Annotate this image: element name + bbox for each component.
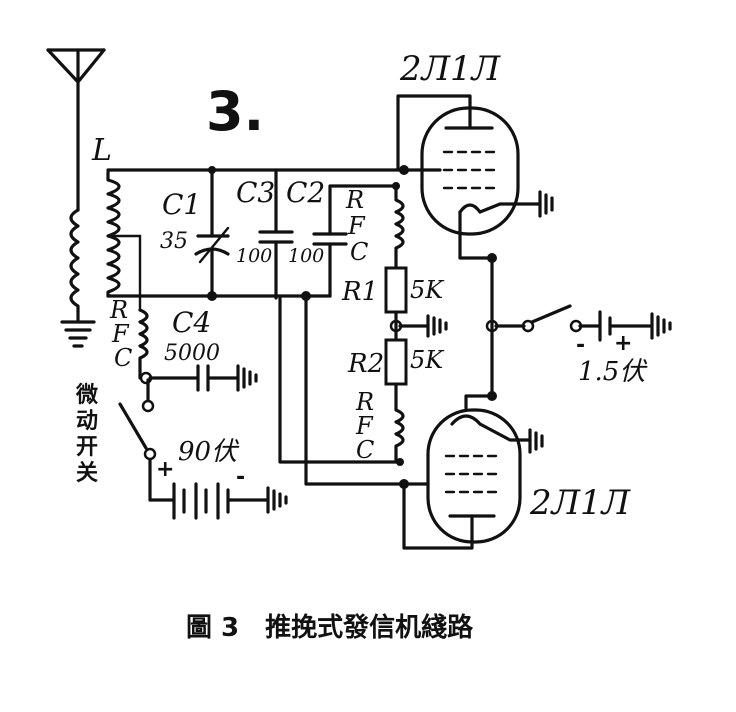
lower-tube-ground-icon [528,428,544,454]
label-r2-value: 5K [410,346,445,374]
label-r1-value: 5K [410,276,445,304]
plate-battery-90v-icon [172,482,268,520]
grid-wire-lower-tube [304,294,406,486]
switch-label-char-1: 微 [75,382,98,408]
rfc-upper-inductor-icon [394,184,405,270]
upper-tube-ground-icon [538,190,554,218]
tube-top-label: 2Л1Л [399,49,502,89]
battery-90-label: 90伏 [178,437,240,467]
rfc-left-inductor-icon [138,308,149,380]
c4-capacitor-icon [148,364,238,392]
rfc-letter-r-3: R [109,296,128,324]
label-c1: C1 [162,188,201,221]
key-switch-icon [118,402,174,502]
antenna-icon [46,48,106,212]
grid-wire-upper-tube [274,294,402,464]
r2-resistor-icon [384,338,408,386]
battery-90-plus: + [156,457,174,482]
r1-resistor-icon [384,266,408,342]
battery-90-minus: - [236,465,245,490]
battery-90v-ground-icon [266,486,288,514]
rfc-letter-f-1: F [347,212,366,240]
rfc-letter-f-3: F [111,320,130,348]
figure-number: 3. [206,80,264,143]
filament-battery-icon [578,310,652,342]
c2-capacitor-icon [312,184,398,298]
rfc-letter-c-1: C [350,238,368,266]
rfc-lower-inductor-icon [394,382,405,464]
lower-vacuum-tube-icon [402,394,532,550]
figure-caption: 圖 3 推挽式發信机綫路 [186,612,474,643]
battery-1-5-minus: - [576,333,585,358]
rfc-letter-r-1: R [345,186,364,214]
c3-capacitor-icon [258,168,294,298]
label-c3: C3 [236,176,275,209]
rfc-letter-r-2: R [355,388,374,416]
c1-variable-capacitor-icon [194,168,230,298]
center-tap-ground-icon [426,314,448,338]
label-c3-value: 100 [236,245,272,267]
battery-1-5-plus: + [614,331,632,356]
antenna-coil-inductor-icon [69,208,80,322]
label-c4: C4 [172,306,211,339]
rfc-letter-f-2: F [355,412,374,440]
label-c1-value: 35 [160,229,188,254]
label-r2: R2 [347,349,384,379]
switch-label-char-3: 开 [76,435,98,460]
label-c2-value: 100 [288,245,324,267]
switch-label-char-2: 动 [76,409,98,434]
battery-1-5-label: 1.5伏 [578,357,648,387]
tank-coil-inductor-icon [106,170,142,312]
label-c2: C2 [286,176,325,209]
c4-ground-icon [236,364,258,392]
filament-switch-icon [494,304,583,333]
rfc-letter-c-2: C [356,436,374,464]
label-L: L [91,133,112,168]
tube-bottom-label: 2Л1Л [529,483,632,523]
upper-vacuum-tube-icon [396,94,542,260]
filament-ground-icon [650,312,672,340]
antenna-ground-icon [60,320,96,348]
rfc-letter-c-3: C [114,344,132,372]
switch-label-char-4: 关 [76,461,98,486]
label-r1: R1 [341,277,378,307]
label-c4-value: 5000 [164,341,220,366]
